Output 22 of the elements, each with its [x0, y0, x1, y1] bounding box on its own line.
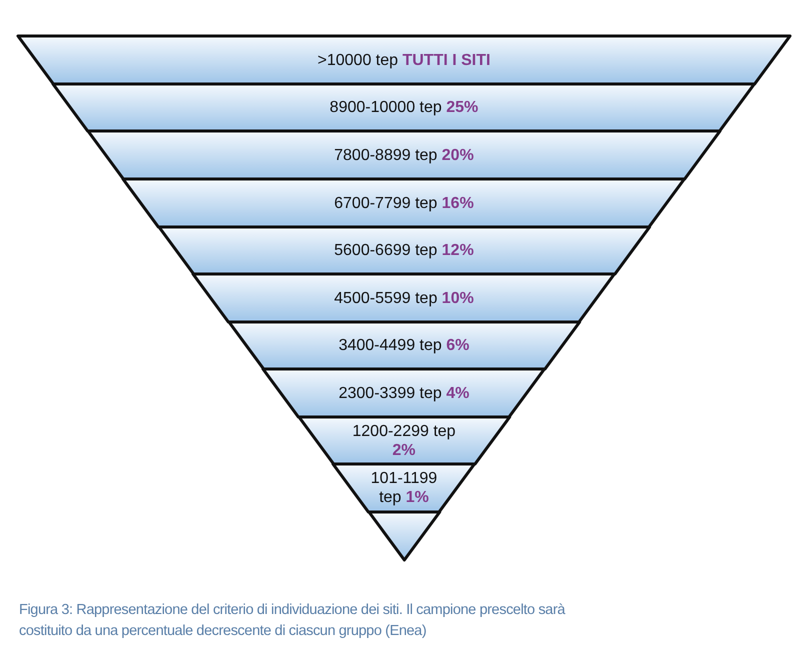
band-label: 5600-6699 tep 12%: [333, 241, 475, 260]
band-label: 7800-8899 tep 20%: [333, 146, 475, 164]
band-label: 101-1199 tep 1%: [370, 469, 438, 507]
band-label: >10000 tep TUTTI I SITI: [316, 50, 492, 70]
band-label: 1200-2299 tep 2%: [351, 422, 457, 460]
pyramid-band: [158, 227, 650, 274]
pyramid-band: [333, 464, 475, 512]
figure-caption: Figura 3: Rappresentazione del criterio di individuazione dei siti. Il campione prescelto sarà costituito da una percentuale decrescente di ciascun gruppo (Enea): [19, 601, 566, 641]
band-label: 4500-5599 tep 10%: [333, 288, 475, 308]
pyramid-band: [263, 369, 545, 417]
pyramid-band: [123, 179, 685, 227]
pyramid-band: [53, 84, 755, 131]
pyramid-band: [193, 274, 615, 322]
band-label: 3400-4499 tep 6%: [338, 336, 470, 355]
pyramid-band: [18, 36, 790, 84]
pyramid-band: [88, 131, 720, 179]
pyramid-band: [228, 322, 580, 369]
band-label: 8900-10000 tep 25%: [328, 98, 480, 117]
band-label: 2300-3399 tep 4%: [338, 384, 470, 402]
band-label: 6700-7799 tep 16%: [333, 194, 475, 212]
pyramid-band: [298, 417, 510, 464]
pyramid-tip: [368, 512, 440, 560]
